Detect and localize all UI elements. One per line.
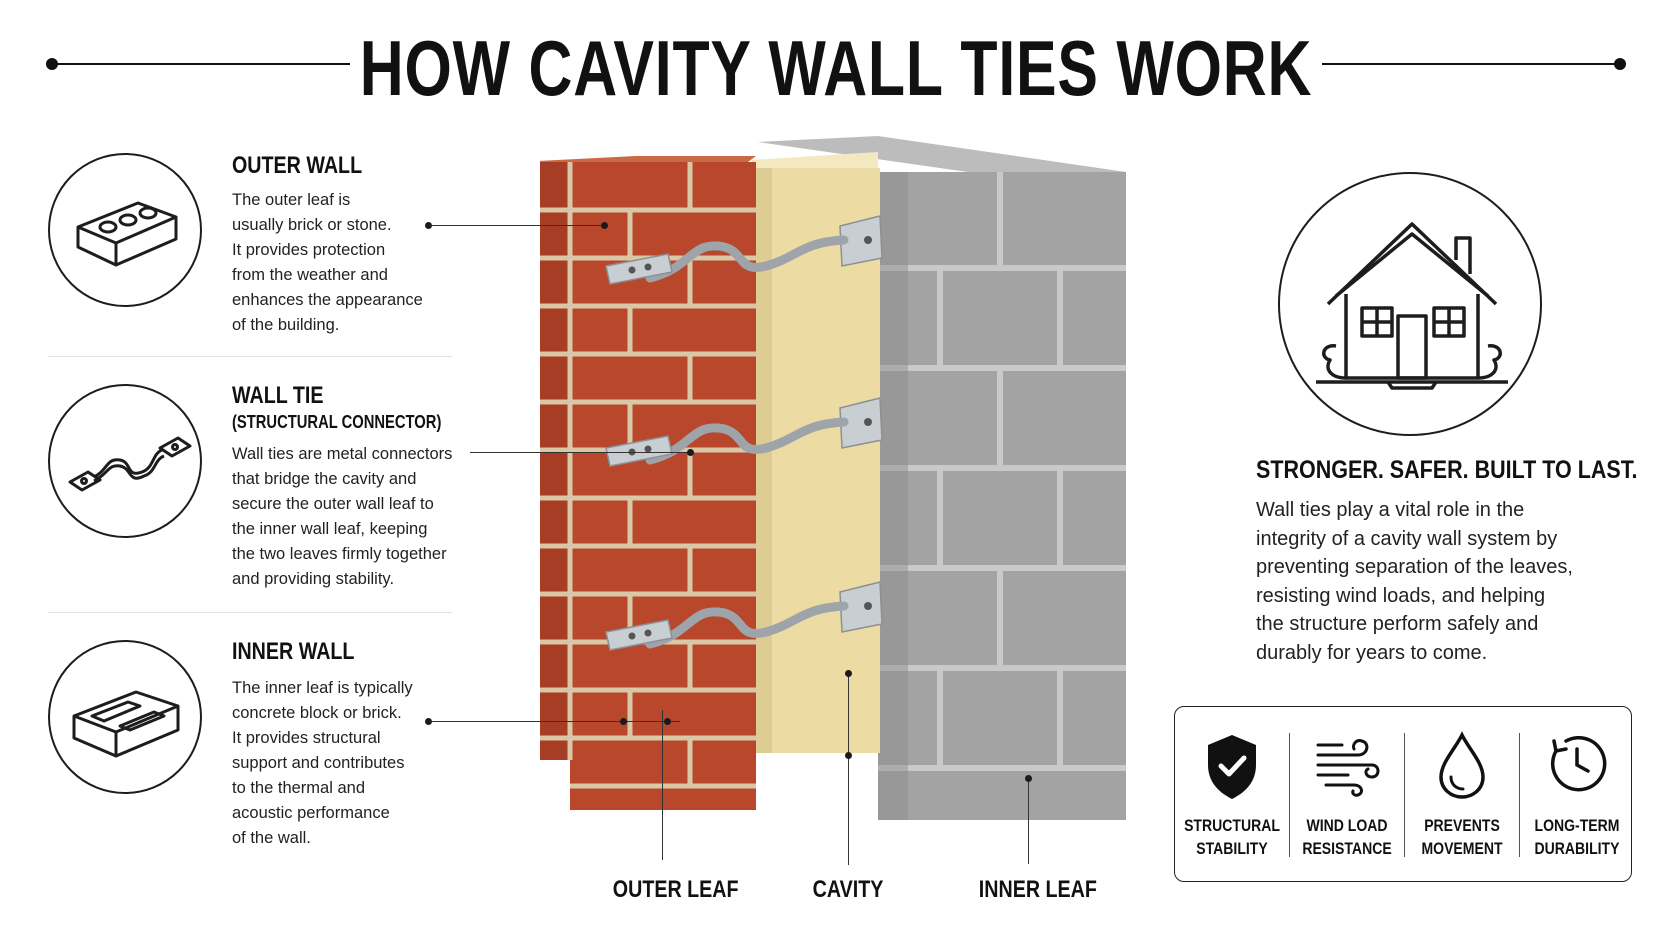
inner-wall-line: acoustic performance xyxy=(232,804,390,822)
inner-wall-heading: INNER WALL xyxy=(232,638,355,665)
cavity-pointer xyxy=(848,675,849,865)
benefits-box: STRUCTURAL STABILITY WIND LOAD RESISTANC… xyxy=(1174,706,1632,882)
benefit-divider xyxy=(1519,733,1520,857)
benefit-structural-stability: STRUCTURAL STABILITY xyxy=(1175,707,1289,883)
wall-tie-icon xyxy=(68,436,192,492)
cavity-label: CAVITY xyxy=(812,876,884,903)
right-panel-heading: STRONGER. SAFER. BUILT TO LAST. xyxy=(1256,456,1638,484)
inner-wall-leader xyxy=(430,721,680,722)
benefit-wind-load-resistance: WIND LOAD RESISTANCE xyxy=(1290,707,1404,883)
wall-tie-line: that bridge the cavity and xyxy=(232,470,417,488)
benefit-label-line: MOVEMENT xyxy=(1421,840,1503,858)
concrete-block-icon xyxy=(72,690,180,758)
outer-leaf-label: OUTER LEAF xyxy=(612,876,739,903)
cavity-pointer-dot xyxy=(845,670,852,677)
wall-tie-top xyxy=(605,215,883,285)
right-panel-line: preventing separation of the leaves, xyxy=(1256,556,1573,578)
wall-tie-middle xyxy=(605,397,883,467)
right-panel-line: resisting wind loads, and helping xyxy=(1256,584,1546,607)
benefit-label-line: STABILITY xyxy=(1196,840,1268,858)
wall-tie-line: Wall ties are metal connectors xyxy=(232,445,453,463)
inner-leaf-face xyxy=(878,172,1126,820)
outer-leaf-face xyxy=(540,162,570,760)
right-panel-line: Wall ties play a vital role in the xyxy=(1256,499,1525,521)
benefit-label: LONG-TERM DURABILITY xyxy=(1520,815,1634,861)
benefit-divider xyxy=(1289,733,1290,857)
benefit-label-line: RESISTANCE xyxy=(1302,840,1392,858)
inner-wall-line: The inner leaf is typically xyxy=(232,679,413,697)
outer-wall-line: of the building. xyxy=(232,316,340,334)
right-panel-line: durably for years to come. xyxy=(1256,641,1488,664)
house-icon xyxy=(1316,222,1508,390)
wall-tie-subheading: (STRUCTURAL CONNECTOR) xyxy=(232,412,442,432)
outer-wall-body: The outer leaf is usually brick or stone… xyxy=(232,188,462,338)
section-divider xyxy=(48,612,452,613)
water-drop-icon xyxy=(1439,731,1485,799)
outer-wall-leader-end xyxy=(601,222,608,229)
cavity-pointer-dot xyxy=(845,752,852,759)
outer-wall-line: from the weather and xyxy=(232,266,388,284)
inner-leaf-pointer-dot xyxy=(1025,775,1032,782)
wall-tie-line: the two leaves firmly together xyxy=(232,545,447,563)
inner-wall-line: of the wall. xyxy=(232,829,311,847)
benefit-label: STRUCTURAL STABILITY xyxy=(1175,815,1289,861)
benefit-label: WIND LOAD RESISTANCE xyxy=(1290,815,1404,861)
wall-tie-body: Wall ties are metal connectors that brid… xyxy=(232,442,472,592)
title-rule-right xyxy=(1322,63,1618,65)
right-panel-line: the structure perform safely and xyxy=(1256,613,1539,635)
inner-wall-leader-end-1 xyxy=(620,718,627,725)
inner-wall-line: to the thermal and xyxy=(232,779,365,797)
inner-wall-line: concrete block or brick. xyxy=(232,704,402,722)
outer-wall-leader xyxy=(430,225,605,226)
outer-wall-line: The outer leaf is xyxy=(232,191,351,209)
shield-check-icon xyxy=(1208,735,1256,799)
clock-icon xyxy=(1550,735,1607,792)
wind-icon xyxy=(1316,739,1380,797)
wall-tie-icon-circle xyxy=(48,384,202,538)
brick-icon xyxy=(76,201,178,267)
right-panel-line: integrity of a cavity wall system by xyxy=(1256,527,1558,550)
benefit-label-line: LONG-TERM xyxy=(1534,817,1620,835)
right-panel-body: Wall ties play a vital role in the integ… xyxy=(1256,496,1606,667)
benefit-divider xyxy=(1404,733,1405,857)
wall-tie-leader-end xyxy=(687,449,694,456)
page-title: HOW CAVITY WALL TIES WORK xyxy=(359,24,1313,112)
house-icon-circle xyxy=(1278,172,1542,436)
wall-tie-bottom xyxy=(605,581,883,651)
title-rule-right-dot xyxy=(1614,58,1626,70)
outer-wall-line: usually brick or stone. xyxy=(232,216,392,234)
inner-wall-icon-circle xyxy=(48,640,202,794)
title-rule-left xyxy=(52,63,350,65)
inner-leaf-pointer xyxy=(1028,780,1029,864)
wall-tie-leader xyxy=(470,452,690,453)
wall-tie-line: the inner wall leaf, keeping xyxy=(232,520,428,538)
section-divider xyxy=(48,356,452,357)
inner-wall-line: support and contributes xyxy=(232,754,405,772)
wall-tie-heading: WALL TIE xyxy=(232,382,324,409)
wall-tie-line: and providing stability. xyxy=(232,570,395,588)
block-courses xyxy=(878,172,1126,771)
inner-wall-line: It provides structural xyxy=(232,729,381,747)
brick-courses xyxy=(540,162,756,789)
benefit-label-line: STRUCTURAL xyxy=(1184,817,1280,835)
outer-wall-leader-start xyxy=(425,222,432,229)
outer-wall-icon-circle xyxy=(48,153,202,307)
outer-wall-heading: OUTER WALL xyxy=(232,152,363,179)
inner-leaf-label: INNER LEAF xyxy=(978,876,1097,903)
benefit-long-term-durability: LONG-TERM DURABILITY xyxy=(1520,707,1634,883)
benefit-label: PREVENTS MOVEMENT xyxy=(1405,815,1519,861)
inner-wall-leader-start xyxy=(425,718,432,725)
outer-wall-line: enhances the appearance xyxy=(232,291,423,309)
benefit-prevents-movement: PREVENTS MOVEMENT xyxy=(1405,707,1519,883)
outer-leaf-pointer xyxy=(662,710,663,860)
wall-tie-line: secure the outer wall leaf to xyxy=(232,495,434,513)
inner-wall-leader-end-2 xyxy=(664,718,671,725)
outer-wall-line: It provides protection xyxy=(232,241,386,259)
cavity-wall-illustration xyxy=(540,136,1126,820)
benefit-label-line: DURABILITY xyxy=(1534,840,1620,858)
benefit-label-line: WIND LOAD xyxy=(1306,817,1388,835)
benefit-label-line: PREVENTS xyxy=(1424,817,1500,835)
inner-wall-body: The inner leaf is typically concrete blo… xyxy=(232,676,462,851)
